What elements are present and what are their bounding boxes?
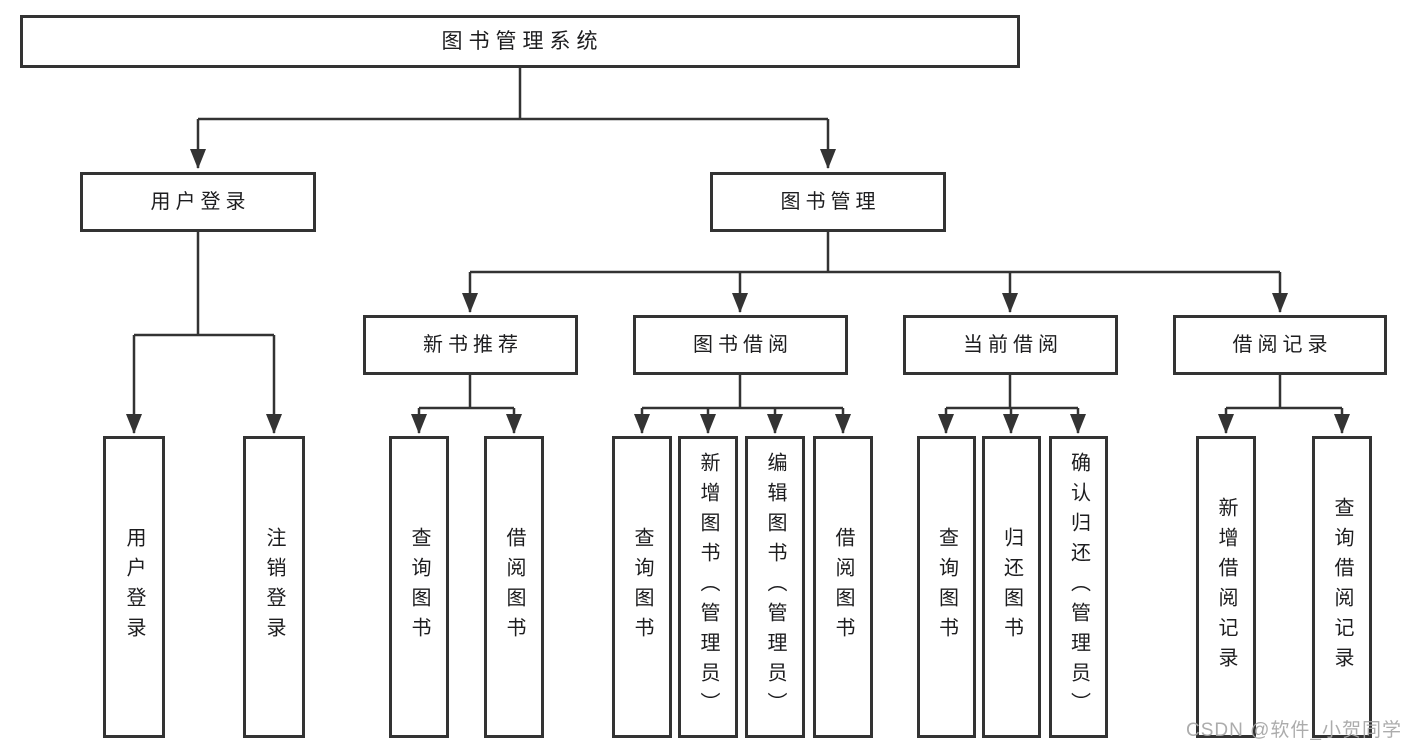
leaf-query-book-1-label: 查询图书 xyxy=(408,527,430,647)
leaf-query-borrow-record: 查询借阅记录 xyxy=(1312,436,1372,738)
leaf-confirm-return-admin: 确认归还（管理员） xyxy=(1049,436,1108,738)
leaf-edit-book-admin: 编辑图书（管理员） xyxy=(745,436,805,738)
leaf-return-book: 归还图书 xyxy=(982,436,1041,738)
node-book-borrow-label: 图书借阅 xyxy=(693,334,793,356)
leaf-query-borrow-record-label: 查询借阅记录 xyxy=(1331,497,1353,677)
leaf-add-book-admin-label: 新增图书（管理员） xyxy=(697,452,719,722)
node-root-label: 图书管理系统 xyxy=(441,30,604,53)
leaf-logout-label: 注销登录 xyxy=(263,527,285,647)
node-book-mgmt: 图书管理 xyxy=(710,172,946,232)
leaf-query-book-3: 查询图书 xyxy=(917,436,976,738)
leaf-logout: 注销登录 xyxy=(243,436,305,738)
node-borrow-records-label: 借阅记录 xyxy=(1232,334,1333,356)
leaf-borrow-book-1-label: 借阅图书 xyxy=(503,527,525,647)
node-new-book-rec-label: 新书推荐 xyxy=(423,334,523,356)
node-current-borrow: 当前借阅 xyxy=(903,315,1118,375)
leaf-query-book-2-label: 查询图书 xyxy=(631,527,653,647)
watermark: CSDN @软件_小贺同学 xyxy=(1186,720,1402,741)
leaf-add-book-admin: 新增图书（管理员） xyxy=(678,436,738,738)
node-borrow-records: 借阅记录 xyxy=(1173,315,1387,375)
leaf-borrow-book-2-label: 借阅图书 xyxy=(832,527,854,647)
leaf-borrow-book-1: 借阅图书 xyxy=(484,436,544,738)
leaf-query-book-1: 查询图书 xyxy=(389,436,449,738)
node-current-borrow-label: 当前借阅 xyxy=(963,334,1063,356)
leaf-user-login-label: 用户登录 xyxy=(123,527,145,647)
leaf-user-login: 用户登录 xyxy=(103,436,165,738)
leaf-borrow-book-2: 借阅图书 xyxy=(813,436,873,738)
leaf-add-borrow-record: 新增借阅记录 xyxy=(1196,436,1256,738)
node-book-borrow: 图书借阅 xyxy=(633,315,848,375)
leaf-return-book-label: 归还图书 xyxy=(1000,527,1023,647)
leaf-query-book-3-label: 查询图书 xyxy=(935,527,958,647)
leaf-edit-book-admin-label: 编辑图书（管理员） xyxy=(764,452,786,722)
leaf-query-book-2: 查询图书 xyxy=(612,436,672,738)
node-book-mgmt-label: 图书管理 xyxy=(780,191,881,213)
node-user-login: 用户登录 xyxy=(80,172,316,232)
leaf-add-borrow-record-label: 新增借阅记录 xyxy=(1215,497,1237,677)
node-new-book-rec: 新书推荐 xyxy=(363,315,578,375)
leaf-confirm-return-admin-label: 确认归还（管理员） xyxy=(1067,452,1090,722)
node-user-login-label: 用户登录 xyxy=(150,191,251,213)
node-root: 图书管理系统 xyxy=(20,15,1020,68)
